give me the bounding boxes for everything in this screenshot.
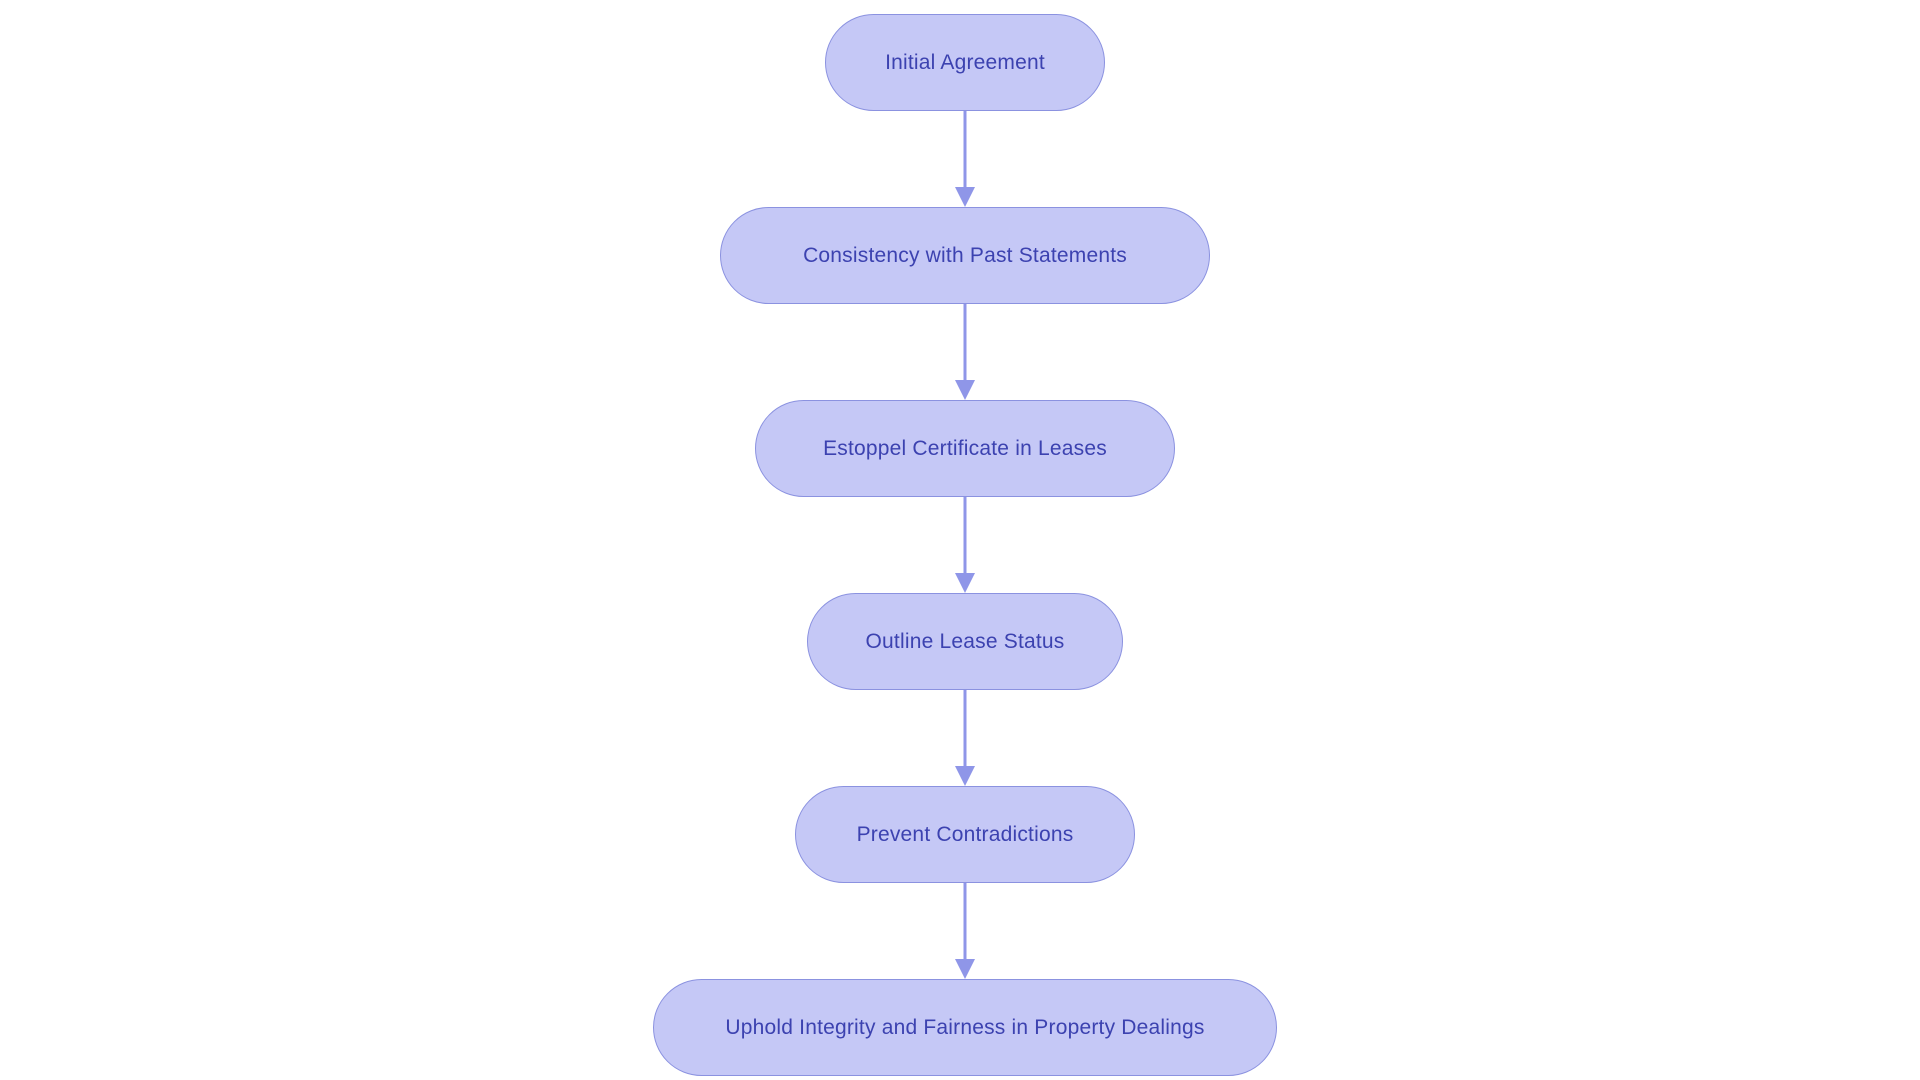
flow-node-consistency-with-past-statements: Consistency with Past Statements: [720, 207, 1210, 304]
flow-node-label: Uphold Integrity and Fairness in Propert…: [725, 1015, 1205, 1039]
flow-node-label: Initial Agreement: [885, 50, 1045, 74]
flow-node-outline-lease-status: Outline Lease Status: [807, 593, 1123, 690]
arrow-down-icon: [953, 690, 977, 786]
arrow-down-icon: [953, 497, 977, 593]
flow-node-label: Consistency with Past Statements: [803, 243, 1127, 267]
flow-node-label: Estoppel Certificate in Leases: [823, 436, 1107, 460]
flow-node-label: Prevent Contradictions: [856, 822, 1074, 846]
arrow-down-icon: [953, 111, 977, 207]
flow-node-prevent-contradictions: Prevent Contradictions: [795, 786, 1135, 883]
flow-node-estoppel-certificate-in-leases: Estoppel Certificate in Leases: [755, 400, 1175, 497]
flow-node-initial-agreement: Initial Agreement: [825, 14, 1105, 111]
arrow-down-icon: [953, 304, 977, 400]
flow-node-label: Outline Lease Status: [865, 629, 1065, 653]
arrow-down-icon: [953, 883, 977, 979]
flow-node-uphold-integrity-and-fairness: Uphold Integrity and Fairness in Propert…: [653, 979, 1277, 1076]
